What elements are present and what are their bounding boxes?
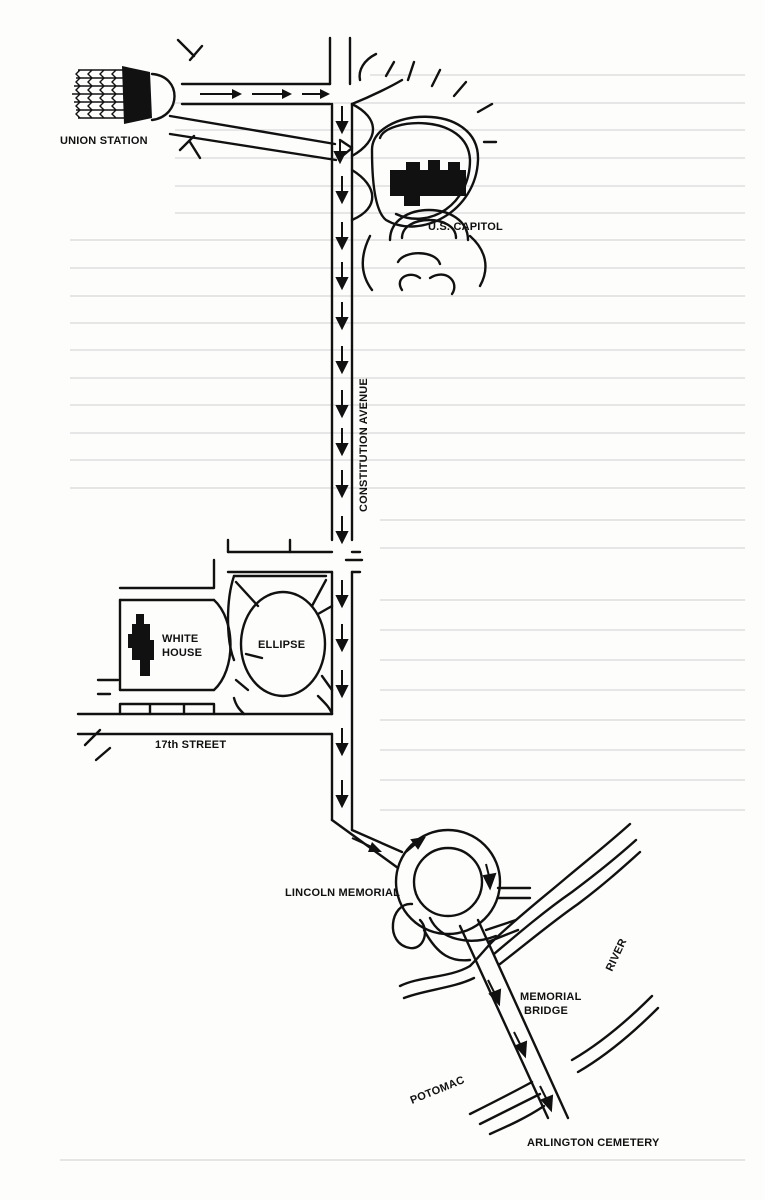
label-potomac: POTOMAC	[409, 1074, 467, 1107]
label-ellipse: ELLIPSE	[258, 639, 305, 651]
route-arrow	[351, 837, 382, 852]
white-house-building	[128, 614, 154, 676]
route-arrow	[200, 89, 242, 99]
route-arrow	[405, 836, 426, 853]
route-arrow	[513, 1031, 528, 1059]
memorial-bridge-road	[458, 918, 570, 1120]
union-station-tracks	[72, 69, 125, 119]
route-arrow-column	[333, 106, 349, 809]
route-arrow	[539, 1085, 554, 1113]
road-network	[76, 36, 404, 870]
union-station-plaza	[150, 72, 176, 122]
label-memorial-bridge-line1: MEMORIAL	[520, 991, 582, 1003]
label-lincoln-memorial: LINCOLN MEMORIAL	[285, 887, 400, 899]
route-arrow	[252, 89, 292, 99]
label-constitution-avenue: CONSTITUTION AVENUE	[358, 378, 370, 512]
route-arrow	[302, 89, 330, 99]
potomac-river	[398, 822, 660, 1136]
background-text-ghost	[60, 74, 745, 1161]
label-river: RIVER	[604, 937, 630, 973]
label-memorial-bridge-line2: BRIDGE	[524, 1005, 568, 1017]
lincoln-memorial-circle	[391, 828, 532, 962]
ellipse-area	[226, 574, 334, 716]
label-us-capitol: U.S. CAPITOL	[428, 221, 503, 233]
label-white-house-line2: HOUSE	[162, 647, 202, 659]
route-arrow	[482, 863, 497, 891]
white-house-area	[118, 558, 232, 716]
label-union-station: UNION STATION	[60, 135, 148, 147]
label-arlington-cemetery: ARLINGTON CEMETERY	[527, 1137, 660, 1149]
label-17th-street: 17th STREET	[155, 739, 226, 751]
us-capitol-building	[390, 160, 466, 206]
route-arrow	[487, 979, 502, 1007]
us-capitol	[338, 52, 498, 296]
route-arrows	[200, 89, 554, 1113]
union-station	[72, 38, 204, 160]
ellipse-oval	[239, 590, 327, 698]
union-station-building	[122, 66, 152, 124]
label-white-house-line1: WHITE	[162, 633, 198, 645]
